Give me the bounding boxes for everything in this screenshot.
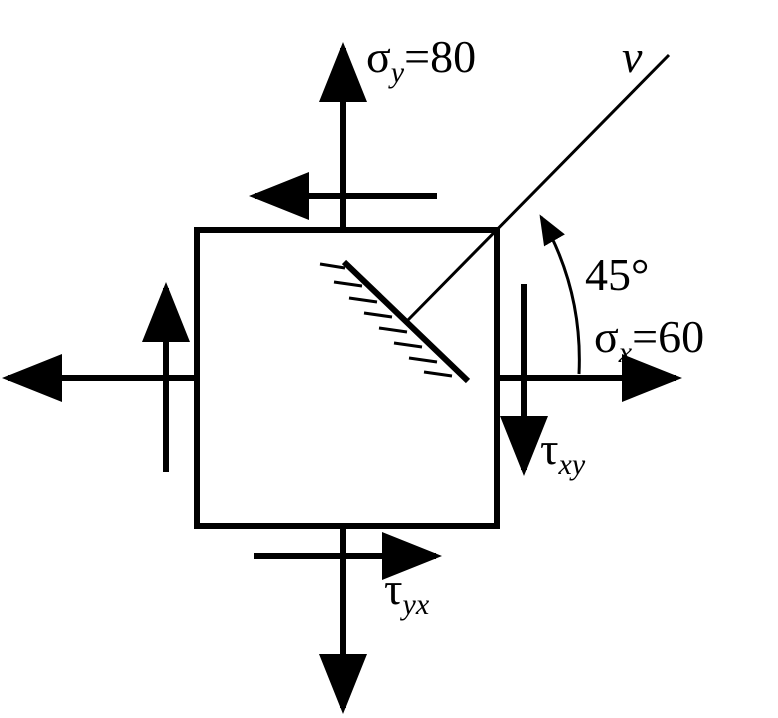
angle-label: 45°: [585, 249, 649, 300]
normal-line-v: [406, 53, 671, 322]
normal-v-label: v: [622, 31, 643, 82]
plane-hatching: [319, 262, 453, 378]
tau-yx-label: τyx: [384, 563, 430, 621]
sigma-y-label: σy=80: [366, 31, 476, 89]
tau-xy-label: τxy: [540, 423, 586, 481]
angle-arc: [539, 214, 581, 375]
inclined-plane: [341, 259, 471, 384]
sigma-x-label: σx=60: [594, 311, 704, 369]
